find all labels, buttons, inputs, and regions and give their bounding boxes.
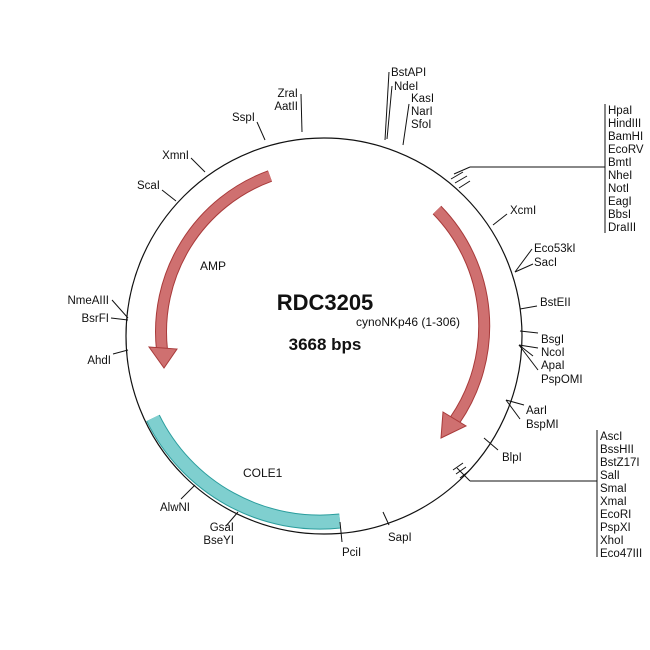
site-zrai[interactable]: ZraI	[278, 88, 298, 100]
site-nhei[interactable]: NheI	[608, 170, 632, 182]
site-bsrfi[interactable]: BsrFI	[82, 313, 109, 325]
site-leaders	[110, 71, 606, 557]
site-sspi[interactable]: SspI	[232, 112, 255, 124]
backbone-circle	[125, 137, 523, 535]
site-ecorv[interactable]: EcoRV	[608, 144, 644, 156]
site-xmai[interactable]: XmaI	[600, 496, 627, 508]
site-saci[interactable]: SacI	[534, 257, 557, 269]
site-nari[interactable]: NarI	[411, 106, 433, 118]
cole1-label: COLE1	[243, 466, 283, 480]
amp-arrow[interactable]	[156, 171, 272, 351]
plasmid-size: 3668 bps	[289, 335, 362, 354]
amp-arrowhead-icon	[147, 346, 178, 369]
site-aatii[interactable]: AatII	[274, 101, 298, 113]
site-bstz17i[interactable]: BstZ17I	[600, 457, 640, 469]
site-hindiii[interactable]: HindIII	[608, 118, 641, 130]
site-sapi[interactable]: SapI	[388, 532, 412, 544]
site-smai[interactable]: SmaI	[600, 483, 627, 495]
site-asci[interactable]: AscI	[600, 431, 622, 443]
site-eagi[interactable]: EagI	[608, 196, 632, 208]
site-xcmi[interactable]: XcmI	[510, 205, 536, 217]
site-ndei[interactable]: NdeI	[394, 81, 418, 93]
site-noti[interactable]: NotI	[608, 183, 629, 195]
insert-arrowhead-icon	[440, 411, 468, 439]
site-bstapi[interactable]: BstAPI	[391, 67, 426, 79]
site-pspxi[interactable]: PspXI	[600, 522, 631, 534]
site-xhoi[interactable]: XhoI	[600, 535, 624, 547]
site-bseyi[interactable]: BseYI	[203, 535, 234, 547]
site-blpi[interactable]: BlpI	[502, 452, 522, 464]
plasmid-name: RDC3205	[277, 290, 374, 315]
site-sali[interactable]: SalI	[600, 470, 620, 482]
site-kasi[interactable]: KasI	[411, 93, 434, 105]
site-xmni[interactable]: XmnI	[162, 150, 189, 162]
site-aari[interactable]: AarI	[526, 405, 547, 417]
site-eco53ki[interactable]: Eco53kI	[534, 243, 576, 255]
site-bsshii[interactable]: BssHII	[600, 444, 634, 456]
site-apai[interactable]: ApaI	[541, 360, 565, 372]
site-bamhi[interactable]: BamHI	[608, 131, 643, 143]
site-bsteii[interactable]: BstEII	[540, 297, 571, 309]
mcs2-list: AscI BssHII BstZ17I SalI SmaI XmaI EcoRI…	[600, 431, 642, 560]
site-pspomi[interactable]: PspOMI	[541, 374, 583, 386]
site-alwni[interactable]: AlwNI	[160, 502, 190, 514]
site-ncoi[interactable]: NcoI	[541, 347, 565, 359]
site-bbsi[interactable]: BbsI	[608, 209, 631, 221]
insert-arrow[interactable]	[433, 206, 490, 423]
site-hpai[interactable]: HpaI	[608, 105, 632, 117]
site-pcii[interactable]: PciI	[342, 547, 361, 559]
site-nmeaiii[interactable]: NmeAIII	[67, 295, 109, 307]
site-sfoi[interactable]: SfoI	[411, 119, 431, 131]
site-bspmi[interactable]: BspMI	[526, 419, 559, 431]
site-ecori[interactable]: EcoRI	[600, 509, 631, 521]
site-draiii[interactable]: DraIII	[608, 222, 636, 234]
site-gsai[interactable]: GsaI	[210, 522, 234, 534]
site-eco47iii[interactable]: Eco47III	[600, 548, 642, 560]
cole1-feature-fill	[147, 415, 341, 529]
site-ahdi[interactable]: AhdI	[87, 355, 111, 367]
site-bsgi[interactable]: BsgI	[541, 334, 564, 346]
insert-label: cynoNKp46 (1-306)	[356, 315, 460, 329]
site-bmti[interactable]: BmtI	[608, 157, 632, 169]
amp-label: AMP	[200, 259, 226, 273]
mcs1-list: HpaI HindIII BamHI EcoRV BmtI NheI NotI …	[608, 105, 644, 234]
site-scai[interactable]: ScaI	[137, 180, 160, 192]
